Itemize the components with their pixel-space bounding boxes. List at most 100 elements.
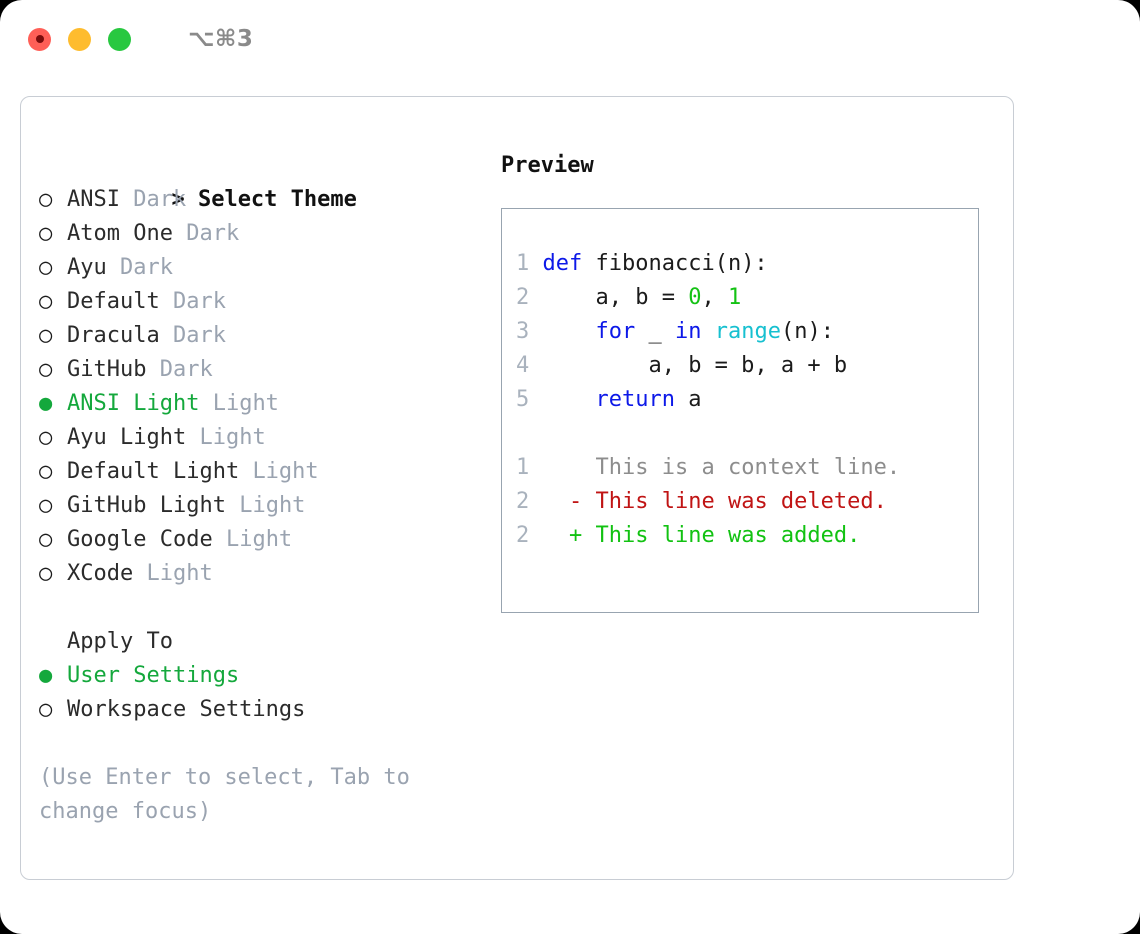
theme-name: ANSI Light	[67, 391, 200, 416]
radio-unselected-icon[interactable]: ○	[39, 221, 53, 246]
code-token	[543, 319, 596, 344]
code-token: a	[674, 387, 702, 412]
code-token: a, b = b, a + b	[542, 353, 848, 378]
radio-selected-icon[interactable]: ●	[39, 391, 53, 416]
theme-kind-badge: Dark	[186, 221, 240, 246]
page-title: Select Theme	[197, 187, 357, 212]
radio-unselected-icon[interactable]: ○	[39, 527, 53, 552]
theme-list-item[interactable]: ○ GitHub Dark	[39, 353, 491, 387]
code-line: 5 return a	[516, 383, 978, 417]
terminal-window-frame: > Select Theme ○ANSI Dark○Atom One Dark○…	[20, 96, 1014, 880]
theme-list-item[interactable]: ○GitHub Light Light	[39, 489, 491, 523]
gutter-gap	[529, 319, 542, 344]
theme-gap	[160, 323, 173, 348]
theme-kind-badge: Light	[252, 459, 319, 484]
code-token: 0	[688, 285, 702, 310]
code-token: _	[635, 319, 675, 344]
apply-to-item[interactable]: ●User Settings	[39, 659, 491, 693]
theme-list-item[interactable]: ○ Default Light Light	[39, 455, 491, 489]
line-number: 1	[516, 455, 530, 480]
code-token: (n):	[780, 319, 834, 344]
theme-gap	[107, 255, 120, 280]
diff-marker: +	[569, 523, 583, 548]
code-token: a, b =	[542, 285, 689, 310]
diff-line: 2 + This line was added.	[516, 519, 978, 553]
theme-kind-badge: Dark	[159, 357, 213, 382]
line-number: 2	[516, 489, 530, 514]
theme-name: ANSI	[67, 187, 120, 212]
gutter-gap	[529, 489, 569, 514]
theme-name: Atom One	[67, 221, 173, 246]
theme-name: Default Light	[67, 459, 240, 484]
hint-spacer	[39, 727, 491, 761]
theme-gap	[213, 527, 226, 552]
theme-name: XCode	[67, 561, 134, 586]
theme-kind-badge: Light	[212, 391, 279, 416]
radio-unselected-icon[interactable]: ○	[39, 493, 53, 518]
code-token: 1	[727, 285, 742, 310]
theme-list-item[interactable]: ○Dracula Dark	[39, 319, 491, 353]
radio-unselected-icon[interactable]: ○	[39, 459, 53, 484]
radio-unselected-icon[interactable]: ○	[39, 255, 53, 280]
theme-selector-pane: > Select Theme ○ANSI Dark○Atom One Dark○…	[21, 97, 491, 879]
gutter-gap	[529, 523, 569, 548]
prompt-caret-icon: >	[171, 187, 198, 212]
line-number: 4	[516, 353, 530, 378]
radio-unselected-icon[interactable]: ○	[39, 697, 53, 722]
list-spacer	[39, 591, 491, 625]
theme-gap	[120, 187, 133, 212]
code-token: return	[595, 387, 675, 412]
theme-list-item[interactable]: ○ Atom One Dark	[39, 217, 491, 251]
diff-marker-gap	[582, 489, 595, 514]
theme-list-item[interactable]: ○Ayu Dark	[39, 251, 491, 285]
window-content: > Select Theme ○ANSI Dark○Atom One Dark○…	[21, 97, 1013, 879]
theme-name: Ayu	[67, 255, 107, 280]
theme-list-item[interactable]: ○ANSI Dark	[39, 183, 491, 217]
close-window-button[interactable]	[28, 27, 51, 51]
diff-text: This line was added.	[595, 523, 861, 548]
keyboard-hint: (Use Enter to select, Tab to change focu…	[39, 765, 410, 824]
gutter-gap	[529, 455, 569, 480]
theme-list-item[interactable]: ○Google Code Light	[39, 523, 491, 557]
line-number: 5	[516, 387, 530, 412]
radio-unselected-icon[interactable]: ○	[39, 357, 53, 382]
theme-gap	[173, 221, 186, 246]
theme-kind-badge: Dark	[172, 289, 226, 314]
code-line: 1 def fibonacci(n):	[516, 247, 978, 281]
line-number: 2	[516, 523, 530, 548]
theme-list-item[interactable]: ○Default Dark	[39, 285, 491, 319]
code-token	[701, 319, 714, 344]
theme-gap	[239, 459, 252, 484]
diff-marker-gap	[582, 523, 595, 548]
theme-name: GitHub	[67, 357, 147, 382]
theme-kind-badge: Light	[146, 561, 213, 586]
diff-line: 2 - This line was deleted.	[516, 485, 978, 519]
line-number: 3	[516, 319, 530, 344]
code-token	[543, 387, 596, 412]
diff-sample: 1 This is a context line.2 - This line w…	[516, 451, 978, 553]
zoom-window-button[interactable]	[108, 27, 131, 51]
radio-unselected-icon[interactable]: ○	[39, 323, 53, 348]
code-token: def	[542, 251, 583, 276]
radio-unselected-icon[interactable]: ○	[39, 289, 53, 314]
apply-to-item[interactable]: ○Workspace Settings	[39, 693, 491, 727]
radio-selected-icon[interactable]: ●	[39, 663, 53, 688]
radio-unselected-icon[interactable]: ○	[39, 561, 53, 586]
code-token: range	[714, 319, 781, 344]
theme-gap	[199, 391, 212, 416]
radio-unselected-icon[interactable]: ○	[39, 187, 53, 212]
theme-list-item[interactable]: ● ANSI Light Light	[39, 387, 491, 421]
code-line: 3 for _ in range(n):	[516, 315, 978, 349]
minimize-window-button[interactable]	[68, 27, 91, 51]
theme-name: Dracula	[67, 323, 160, 348]
radio-unselected-icon[interactable]: ○	[39, 425, 53, 450]
theme-list-item[interactable]: ○Ayu Light Light	[39, 421, 491, 455]
line-number: 2	[516, 285, 530, 310]
gutter-gap	[529, 353, 542, 378]
diff-text: This line was deleted.	[595, 489, 887, 514]
theme-gap	[186, 425, 199, 450]
theme-list-item[interactable]: ○ XCode Light	[39, 557, 491, 591]
